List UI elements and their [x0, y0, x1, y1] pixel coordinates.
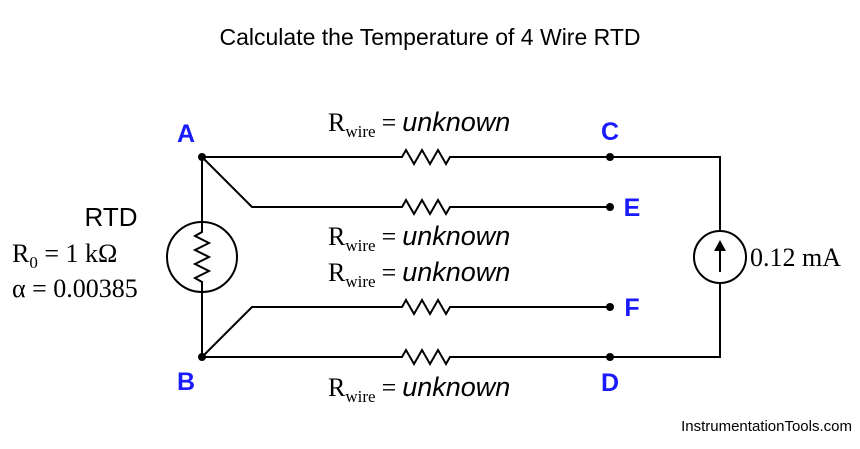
current-source-circle	[693, 230, 747, 284]
wire-b-f	[201, 297, 610, 358]
node-label-c: C	[601, 118, 619, 146]
node-label-e: E	[624, 194, 641, 222]
source-current-label: 0.12 mA	[750, 243, 841, 272]
junction-dot-b	[198, 353, 206, 361]
junction-dot-a	[198, 153, 206, 161]
current-arrow-up-icon	[714, 240, 726, 251]
wire-a-e	[201, 156, 610, 217]
wire-source-d	[610, 283, 721, 358]
current-source	[693, 230, 747, 284]
rwire-label-f: Rwire=unknown	[328, 257, 510, 291]
rtd-resistor-zigzag	[192, 222, 212, 292]
rtd-alpha-value: α = 0.00385	[12, 274, 138, 303]
junction-dot-e	[606, 203, 614, 211]
junction-dot-f	[606, 303, 614, 311]
credit-text: InstrumentationTools.com	[681, 418, 852, 435]
rtd-r0-value: R0 = 1 kΩ	[12, 239, 117, 272]
wire-a-c	[202, 147, 610, 167]
wire-b-d	[202, 347, 610, 367]
diagram-title: Calculate the Temperature of 4 Wire RTD	[220, 24, 641, 50]
junction-dot-c	[606, 153, 614, 161]
rwire-label-top: Rwire=unknown	[328, 107, 510, 141]
rtd-label: RTD	[85, 202, 138, 232]
node-label-a: A	[177, 120, 195, 148]
circuit-wires	[201, 147, 721, 367]
junction-dots	[198, 153, 614, 361]
junction-dot-d	[606, 353, 614, 361]
node-label-f: F	[624, 294, 639, 322]
node-label-b: B	[177, 368, 195, 396]
rtd-element	[166, 221, 238, 293]
rwire-label-e: Rwire=unknown	[328, 221, 510, 255]
rwire-label-bottom: Rwire=unknown	[328, 372, 510, 406]
node-label-d: D	[601, 369, 619, 397]
wire-c-source	[610, 156, 721, 231]
